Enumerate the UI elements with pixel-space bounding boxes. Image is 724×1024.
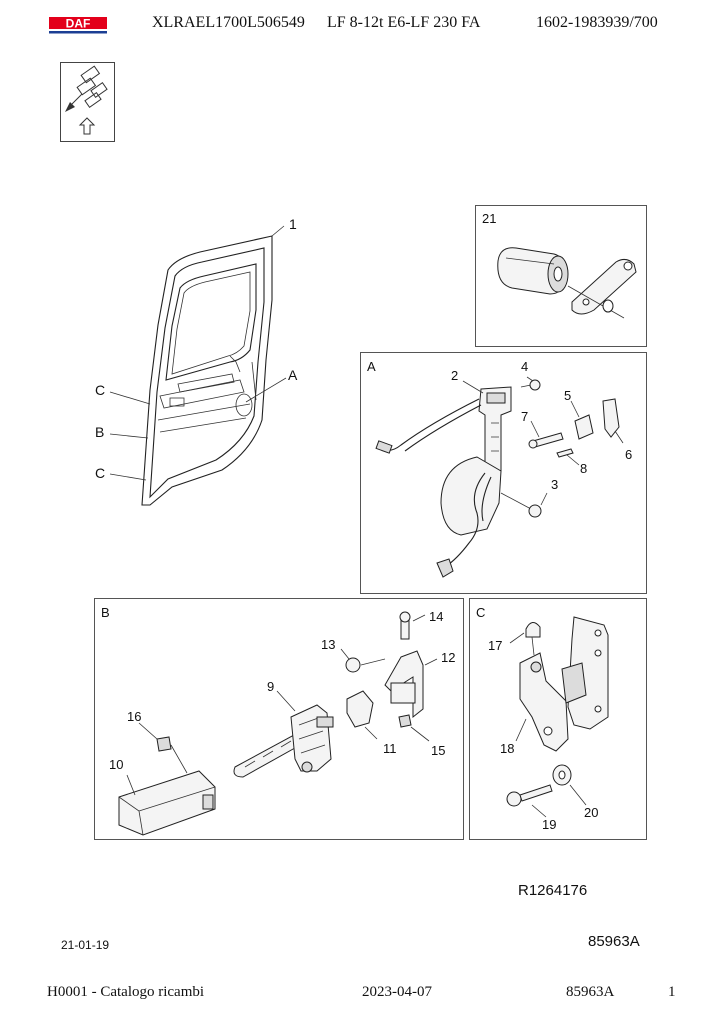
illustration-number: 85963A xyxy=(588,933,640,950)
callout-2: 2 xyxy=(451,368,459,383)
model-description: LF 8-12t E6-LF 230 FA xyxy=(327,14,481,31)
callout-5: 5 xyxy=(564,388,572,403)
door-lock-drawing xyxy=(375,376,624,578)
panel-tag-b: B xyxy=(101,605,110,620)
callout-20: 20 xyxy=(584,805,599,820)
door-hinge-drawing xyxy=(506,616,609,818)
callout-16: 16 xyxy=(127,709,142,724)
callout-11: 11 xyxy=(383,741,397,756)
detail-panel-c: C 17 18 20 19 xyxy=(469,598,647,840)
exploded-view-up-icon[interactable] xyxy=(60,62,115,142)
panel-tag-21: 21 xyxy=(482,211,497,226)
catalog-date: 2023-04-07 xyxy=(362,984,432,1000)
callout-10: 10 xyxy=(109,757,124,772)
callout-19: 19 xyxy=(542,817,557,832)
detail-label-c-top: C xyxy=(95,382,106,398)
callout-8: 8 xyxy=(580,461,588,476)
callout-17: 17 xyxy=(488,638,503,653)
panel-tag-c: C xyxy=(476,605,486,620)
callout-15: 15 xyxy=(431,743,446,758)
detail-panel-21: 21 xyxy=(475,205,647,347)
detail-panel-a: A 2 4 5 7 6 8 3 xyxy=(360,352,647,594)
drawing-number: R1264176 xyxy=(518,882,588,899)
callout-3: 3 xyxy=(551,477,559,492)
detail-panel-b: B 14 13 12 9 16 11 15 10 xyxy=(94,598,464,840)
callout-9: 9 xyxy=(267,679,275,694)
callout-4: 4 xyxy=(521,359,529,374)
callout-12: 12 xyxy=(441,650,456,665)
callout-18: 18 xyxy=(500,741,515,756)
detail-label-a: A xyxy=(288,367,298,383)
page-number: 1 xyxy=(668,984,676,1000)
catalog-title: H0001 - Catalogo ricambi xyxy=(47,984,205,1000)
callout-14: 14 xyxy=(429,609,444,624)
callout-1: 1 xyxy=(289,216,297,232)
callout-6: 6 xyxy=(625,447,633,462)
door-check-strap-drawing xyxy=(118,611,438,836)
panel-tag-a: A xyxy=(367,359,376,374)
callout-13: 13 xyxy=(321,637,336,652)
svg-text:DAF: DAF xyxy=(66,17,91,31)
document-reference: 1602-1983939/700 xyxy=(536,14,658,31)
footer-code: 85963A xyxy=(566,984,615,1000)
small-date: 21-01-19 xyxy=(61,938,110,952)
detail-label-c-bottom: C xyxy=(95,465,106,481)
lock-cylinder-drawing xyxy=(497,247,637,319)
detail-label-b: B xyxy=(95,424,105,440)
model-code: XLRAEL1700L506549 xyxy=(152,14,305,31)
daf-logo: DAF xyxy=(49,17,107,34)
callout-7: 7 xyxy=(521,409,529,424)
